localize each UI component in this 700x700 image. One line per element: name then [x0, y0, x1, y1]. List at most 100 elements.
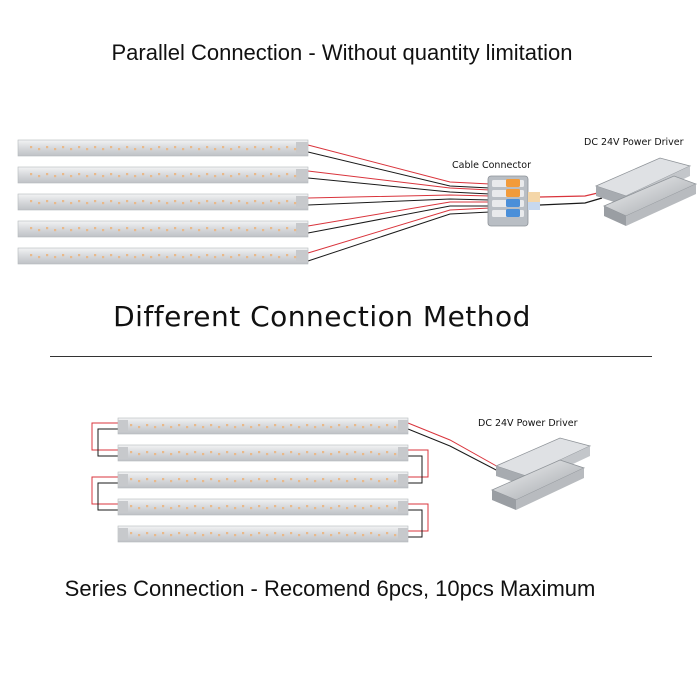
- led-chip: [182, 175, 185, 178]
- led-chip: [70, 148, 73, 151]
- led-chip: [314, 426, 317, 429]
- led-chip: [46, 227, 49, 230]
- led-chip: [270, 146, 273, 149]
- led-chip: [30, 146, 33, 149]
- led-chip: [378, 480, 381, 483]
- led-chip: [182, 256, 185, 259]
- led-chip: [266, 534, 269, 537]
- led-chip: [170, 507, 173, 510]
- led-chip: [338, 478, 341, 481]
- led-chip: [250, 534, 253, 537]
- parallel-connection-title: Parallel Connection - Without quantity l…: [111, 40, 573, 65]
- led-chip: [170, 426, 173, 429]
- led-chip: [162, 532, 165, 535]
- led-chip: [170, 534, 173, 537]
- led-chip: [354, 532, 357, 535]
- led-chip: [102, 256, 105, 259]
- wire-black: [307, 177, 491, 195]
- led-chip: [286, 146, 289, 149]
- led-chip: [94, 200, 97, 203]
- led-chip: [162, 505, 165, 508]
- led-chip: [198, 148, 201, 151]
- led-chip: [262, 175, 265, 178]
- led-chip: [246, 256, 249, 259]
- led-chip: [218, 426, 221, 429]
- led-chip: [362, 534, 365, 537]
- led-strip: [117, 525, 409, 543]
- wire-black: [408, 509, 423, 538]
- led-chip: [370, 505, 373, 508]
- led-chip: [138, 507, 141, 510]
- power-driver-label-bottom: DC 24V Power Driver: [478, 418, 578, 429]
- led-chip: [290, 451, 293, 454]
- led-chip: [394, 426, 397, 429]
- led-chip: [306, 478, 309, 481]
- led-chip: [198, 256, 201, 259]
- led-chip: [234, 507, 237, 510]
- led-chip: [274, 424, 277, 427]
- led-chip: [174, 254, 177, 257]
- led-chip: [258, 451, 261, 454]
- led-chip: [54, 175, 57, 178]
- led-chip: [258, 505, 261, 508]
- led-chip: [230, 202, 233, 205]
- led-chip: [250, 453, 253, 456]
- wire-black: [307, 151, 491, 189]
- led-chip: [394, 507, 397, 510]
- wire-red: [539, 191, 603, 198]
- led-chip: [222, 146, 225, 149]
- led-chip: [386, 424, 389, 427]
- led-chip: [138, 480, 141, 483]
- led-chip: [134, 256, 137, 259]
- led-chip: [226, 532, 229, 535]
- led-chip: [78, 254, 81, 257]
- led-chip: [150, 256, 153, 259]
- led-chip: [282, 453, 285, 456]
- led-chip: [150, 148, 153, 151]
- led-strip: [117, 471, 409, 489]
- power-driver-bottom: [490, 437, 592, 510]
- led-chip: [38, 202, 41, 205]
- led-chip: [322, 424, 325, 427]
- led-chip: [254, 254, 257, 257]
- led-chip: [190, 146, 193, 149]
- led-chip: [162, 478, 165, 481]
- led-chip: [110, 173, 113, 176]
- parallel-strips: [17, 139, 309, 265]
- led-strip: [17, 220, 309, 238]
- led-chip: [238, 227, 241, 230]
- led-chip: [222, 254, 225, 257]
- led-chip: [354, 505, 357, 508]
- wire-red: [91, 422, 120, 451]
- led-chip: [130, 424, 133, 427]
- led-chip: [234, 426, 237, 429]
- series-strips: [117, 417, 409, 543]
- led-chip: [178, 451, 181, 454]
- led-chip: [354, 478, 357, 481]
- led-chip: [386, 451, 389, 454]
- led-chip: [146, 451, 149, 454]
- led-chip: [94, 254, 97, 257]
- led-chip: [154, 453, 157, 456]
- led-chip: [206, 173, 209, 176]
- led-chip: [274, 478, 277, 481]
- led-chip: [210, 505, 213, 508]
- led-chip: [338, 505, 341, 508]
- led-chip: [330, 480, 333, 483]
- led-chip: [370, 478, 373, 481]
- led-chip: [294, 175, 297, 178]
- led-chip: [254, 173, 257, 176]
- led-chip: [354, 451, 357, 454]
- led-chip: [46, 173, 49, 176]
- led-chip: [362, 453, 365, 456]
- led-chip: [330, 507, 333, 510]
- wire-black: [307, 205, 490, 234]
- led-chip: [286, 227, 289, 230]
- led-chip: [210, 451, 213, 454]
- led-chip: [378, 453, 381, 456]
- led-chip: [394, 453, 397, 456]
- led-chip: [254, 200, 257, 203]
- power-driver-label-top: DC 24V Power Driver: [584, 137, 684, 148]
- led-chip: [182, 148, 185, 151]
- led-strip: [117, 417, 409, 435]
